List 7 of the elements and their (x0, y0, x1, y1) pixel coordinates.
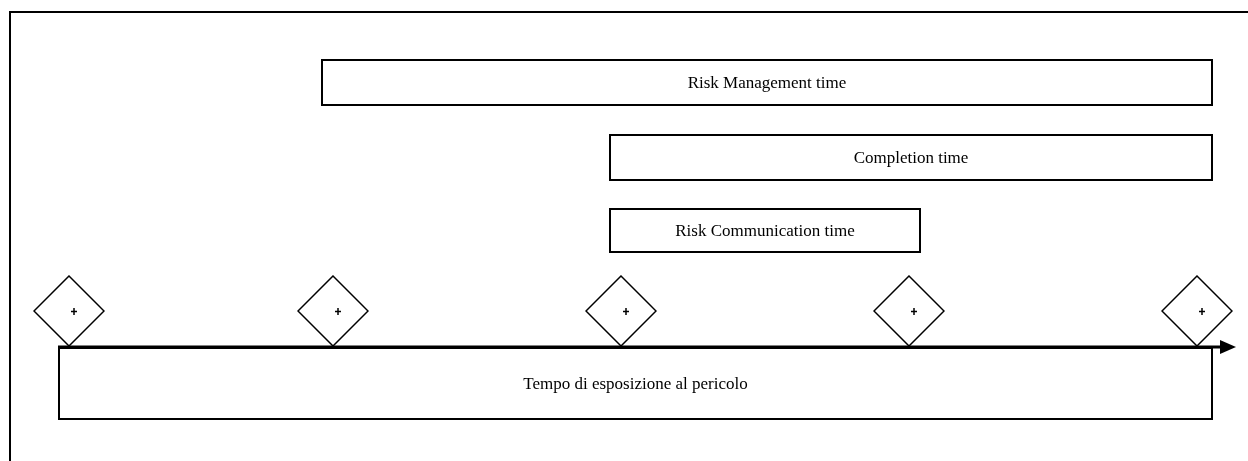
bar-label: Risk Communication time (675, 219, 855, 242)
bar-label: Tempo di esposizione al pericolo (523, 372, 748, 395)
bar-label: Risk Management time (687, 71, 847, 94)
time-bar (609, 134, 1213, 181)
time-bar (609, 208, 921, 253)
bar-label: Completion time (853, 146, 969, 169)
time-bar (321, 59, 1213, 106)
